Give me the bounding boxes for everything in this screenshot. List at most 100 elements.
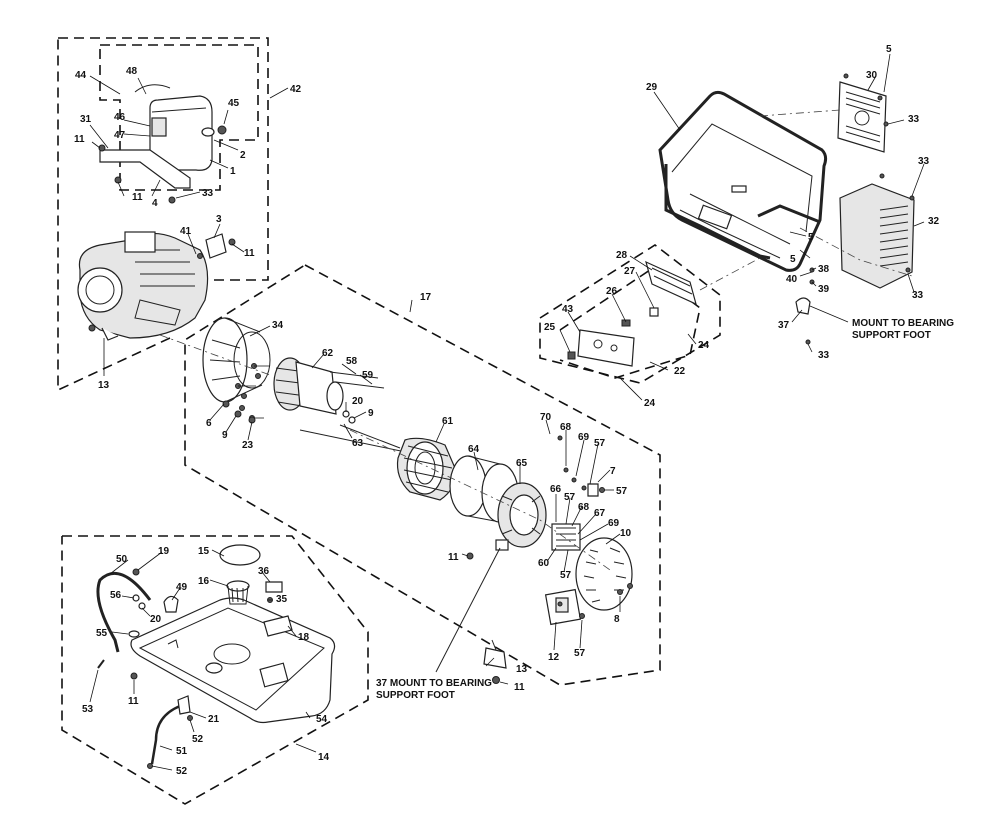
- through-bolt-63b: [339, 424, 401, 449]
- outline-control-panel-group: [539, 244, 721, 384]
- screw-8: [617, 589, 623, 595]
- engine-part: [77, 231, 209, 341]
- callout-11c: 11: [244, 248, 255, 259]
- callout-11d: 11: [448, 552, 459, 563]
- mount-bracket-37-part: [795, 297, 811, 315]
- washer-9: [348, 416, 356, 424]
- rear-bearing-carrier-part: [495, 482, 547, 551]
- screw-11-icon: [98, 144, 106, 152]
- callout-30: 30: [866, 70, 878, 81]
- callout-58: 58: [346, 356, 358, 367]
- note-mount-center-line2: SUPPORT FOOT: [376, 690, 455, 701]
- callout-4: 4: [152, 198, 158, 209]
- callout-11b: 11: [132, 192, 143, 203]
- callout-15: 15: [198, 546, 210, 557]
- callout-61: 61: [442, 416, 454, 427]
- fuel-fitting-21: [177, 695, 191, 715]
- rotor-part: [273, 357, 344, 415]
- callout-34: 34: [272, 320, 284, 331]
- axis-line-engine: [159, 334, 271, 376]
- callout-7: 7: [610, 466, 616, 477]
- control-panel-part: [567, 260, 697, 367]
- fuel-cap-part: [219, 544, 261, 566]
- fuel-tank-part: [130, 597, 336, 724]
- callout-47: 47: [114, 130, 126, 141]
- axis-line-frame-top: [759, 109, 841, 117]
- callout-69b: 69: [608, 518, 620, 529]
- callout-29: 29: [646, 82, 658, 93]
- callout-63: 63: [352, 438, 364, 449]
- leader-37-mount: [435, 547, 501, 673]
- note-mount-right-line1: MOUNT TO BEARING: [852, 318, 954, 329]
- outline-fuel-tank-group: [61, 535, 369, 805]
- outline-muffler-group: [99, 44, 259, 191]
- callout-46: 46: [114, 112, 126, 123]
- fuel-line-53: [97, 659, 105, 669]
- screw-33-right: [805, 339, 811, 345]
- screw-33-icon: [168, 196, 176, 204]
- callout-33d: 33: [912, 290, 924, 301]
- callout-64: 64: [468, 444, 480, 455]
- callout-13b: 13: [516, 664, 528, 675]
- callout-53: 53: [82, 704, 94, 715]
- callout-60: 60: [538, 558, 550, 569]
- callout-45: 45: [228, 98, 240, 109]
- clamp-52b: [147, 763, 153, 769]
- nut-6: [222, 400, 230, 408]
- callout-38: 38: [818, 264, 830, 275]
- rotor-bolt-59: [335, 381, 385, 389]
- callout-24a: 24: [698, 340, 710, 351]
- callout-26: 26: [606, 286, 618, 297]
- gasket-part: [205, 233, 227, 259]
- callout-57a: 57: [594, 438, 606, 449]
- callout-11e: 11: [514, 682, 525, 693]
- outline-alternator-group: [184, 264, 661, 686]
- callout-12: 12: [548, 652, 560, 663]
- callout-5a: 5: [886, 44, 892, 55]
- callout-16: 16: [198, 576, 210, 587]
- callout-44: 44: [75, 70, 87, 81]
- note-mount-center-line1: 37 MOUNT TO BEARING: [376, 678, 492, 689]
- callout-21: 21: [208, 714, 220, 725]
- callout-59: 59: [362, 370, 374, 381]
- note-mount-right-line2: SUPPORT FOOT: [852, 330, 931, 341]
- bearing-support-foot-part: [483, 639, 507, 684]
- callout-43: 43: [562, 304, 574, 315]
- screw-8b: [627, 583, 633, 589]
- callout-62: 62: [322, 348, 334, 359]
- callout-51: 51: [176, 746, 188, 757]
- callout-2: 2: [240, 150, 246, 161]
- callout-8: 8: [614, 614, 620, 625]
- callout-68a: 68: [560, 422, 572, 433]
- callout-23: 23: [242, 440, 254, 451]
- clamp-52: [187, 715, 193, 721]
- callout-22: 22: [674, 366, 686, 377]
- callout-66: 66: [550, 484, 562, 495]
- callout-6: 6: [206, 418, 212, 429]
- side-cover-part: [839, 173, 915, 289]
- callout-57c: 57: [564, 492, 576, 503]
- callout-11f: 11: [128, 696, 139, 707]
- callout-40: 40: [786, 274, 798, 285]
- callout-numbers: 48 44 42 45 46 31 47 11 2 1 11 4 33 3 41…: [74, 44, 954, 777]
- screw-11-tank: [130, 672, 138, 680]
- callout-25: 25: [544, 322, 556, 333]
- callout-14: 14: [318, 752, 330, 763]
- washer-20-fuel: [138, 602, 146, 610]
- callout-55: 55: [96, 628, 108, 639]
- callout-33a: 33: [202, 188, 214, 199]
- callout-56: 56: [110, 590, 122, 601]
- muffler-part: [134, 84, 227, 171]
- callout-57d: 57: [560, 570, 572, 581]
- callout-37: 37: [778, 320, 790, 331]
- callout-20b: 20: [150, 614, 162, 625]
- callout-68b: 68: [578, 502, 590, 513]
- axis-line-frame-right: [799, 227, 913, 277]
- screw-9b: [234, 410, 242, 418]
- callout-19: 19: [158, 546, 170, 557]
- stator-part: [396, 437, 457, 501]
- callout-48: 48: [126, 66, 138, 77]
- frame-part: [658, 90, 828, 272]
